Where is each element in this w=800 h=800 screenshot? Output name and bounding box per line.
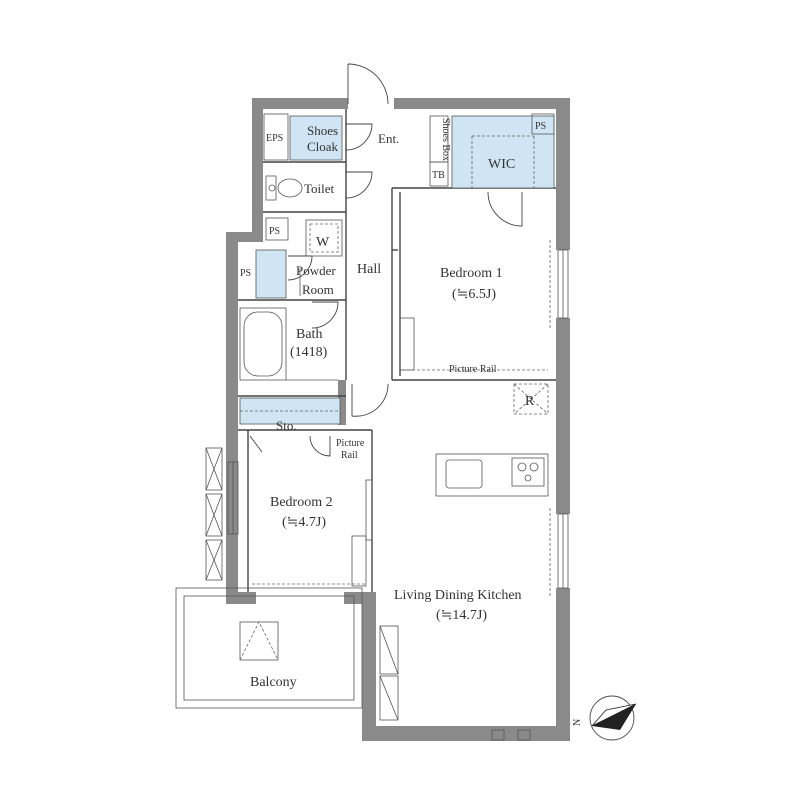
side-windows xyxy=(205,447,223,581)
bedroom1-name: Bedroom 1 xyxy=(440,266,503,281)
powder-room-label-1: Powder xyxy=(296,263,336,278)
hall-label: Hall xyxy=(357,262,381,277)
storage-areas xyxy=(239,115,555,425)
ldk-name: Living Dining Kitchen xyxy=(394,588,522,603)
windows xyxy=(227,249,569,589)
bath-name: Bath xyxy=(296,327,322,342)
wall-bottom xyxy=(362,726,570,741)
bedroom1-size: (≒6.5J) xyxy=(452,287,496,302)
ps-box-top xyxy=(531,113,555,135)
bedroom1-closet xyxy=(399,317,415,371)
ps-label-mid: PS xyxy=(269,226,280,237)
vent-2 xyxy=(517,729,531,741)
wall-bedroom2-bottom-right xyxy=(344,592,376,604)
bedroom2-name: Bedroom 2 xyxy=(270,495,333,510)
wall-bedroom2-bottom xyxy=(226,592,256,604)
picture-rail-label-2a: Picture xyxy=(336,438,365,449)
picture-rail-label-1: Picture Rail xyxy=(449,364,497,375)
refrigerator-space xyxy=(513,383,549,415)
wall-lower-left xyxy=(362,596,376,741)
balcony-label: Balcony xyxy=(250,675,297,690)
wall-right-lower xyxy=(556,588,570,741)
shoes-cloak-label-1: Shoes xyxy=(307,123,338,138)
washer-label: W xyxy=(316,235,330,250)
shoes-cloak-label-2: Cloak xyxy=(307,139,339,154)
toilet-label: Toilet xyxy=(304,181,335,196)
bathtub xyxy=(239,307,338,381)
refrigerator-label: R xyxy=(525,394,535,409)
ps-box-mid xyxy=(265,217,289,241)
sto-label: Sto. xyxy=(276,418,297,433)
wic-storage xyxy=(451,115,555,189)
ps-label-top: PS xyxy=(535,121,546,132)
wall-left-upper xyxy=(252,98,263,238)
ldk-storage xyxy=(379,625,399,675)
exterior-walls xyxy=(226,98,570,741)
north-label: N xyxy=(572,719,583,726)
powder-storage xyxy=(255,249,287,299)
wall-right-upper xyxy=(556,98,570,250)
shoes-box-label: Shoes Box xyxy=(440,118,451,161)
ldk-sliding-door xyxy=(351,535,367,587)
wall-left-mid xyxy=(226,232,238,604)
powder-room-label-2: Room xyxy=(302,282,334,297)
wall-top-left xyxy=(252,98,348,109)
picture-rail-label-2b: Rail xyxy=(341,450,358,461)
shoes-cloak-storage xyxy=(289,115,343,161)
ldk-size: (≒14.7J) xyxy=(436,608,487,623)
wic-label: WIC xyxy=(488,157,515,172)
eps-box xyxy=(263,113,289,161)
eps-label: EPS xyxy=(266,133,283,144)
wall-left-step xyxy=(226,232,263,242)
bedroom2-size: (≒4.7J) xyxy=(282,515,326,530)
wall-right-mid xyxy=(556,318,570,514)
vent-1 xyxy=(491,729,505,741)
tb-box xyxy=(429,161,449,187)
ent-label: Ent. xyxy=(378,131,399,146)
doors xyxy=(249,63,523,457)
tb-label: TB xyxy=(432,170,445,181)
toilet-fixture xyxy=(265,175,303,201)
bath-size: (1418) xyxy=(290,345,328,360)
washer-box xyxy=(305,219,343,257)
wall-top-right xyxy=(394,98,570,109)
kitchen-counter xyxy=(435,453,549,497)
north-compass xyxy=(589,695,637,741)
wall-bath-side xyxy=(338,380,346,425)
balcony-hatch xyxy=(239,621,279,661)
ps-label-left: PS xyxy=(240,268,251,279)
balcony-area xyxy=(175,587,363,709)
